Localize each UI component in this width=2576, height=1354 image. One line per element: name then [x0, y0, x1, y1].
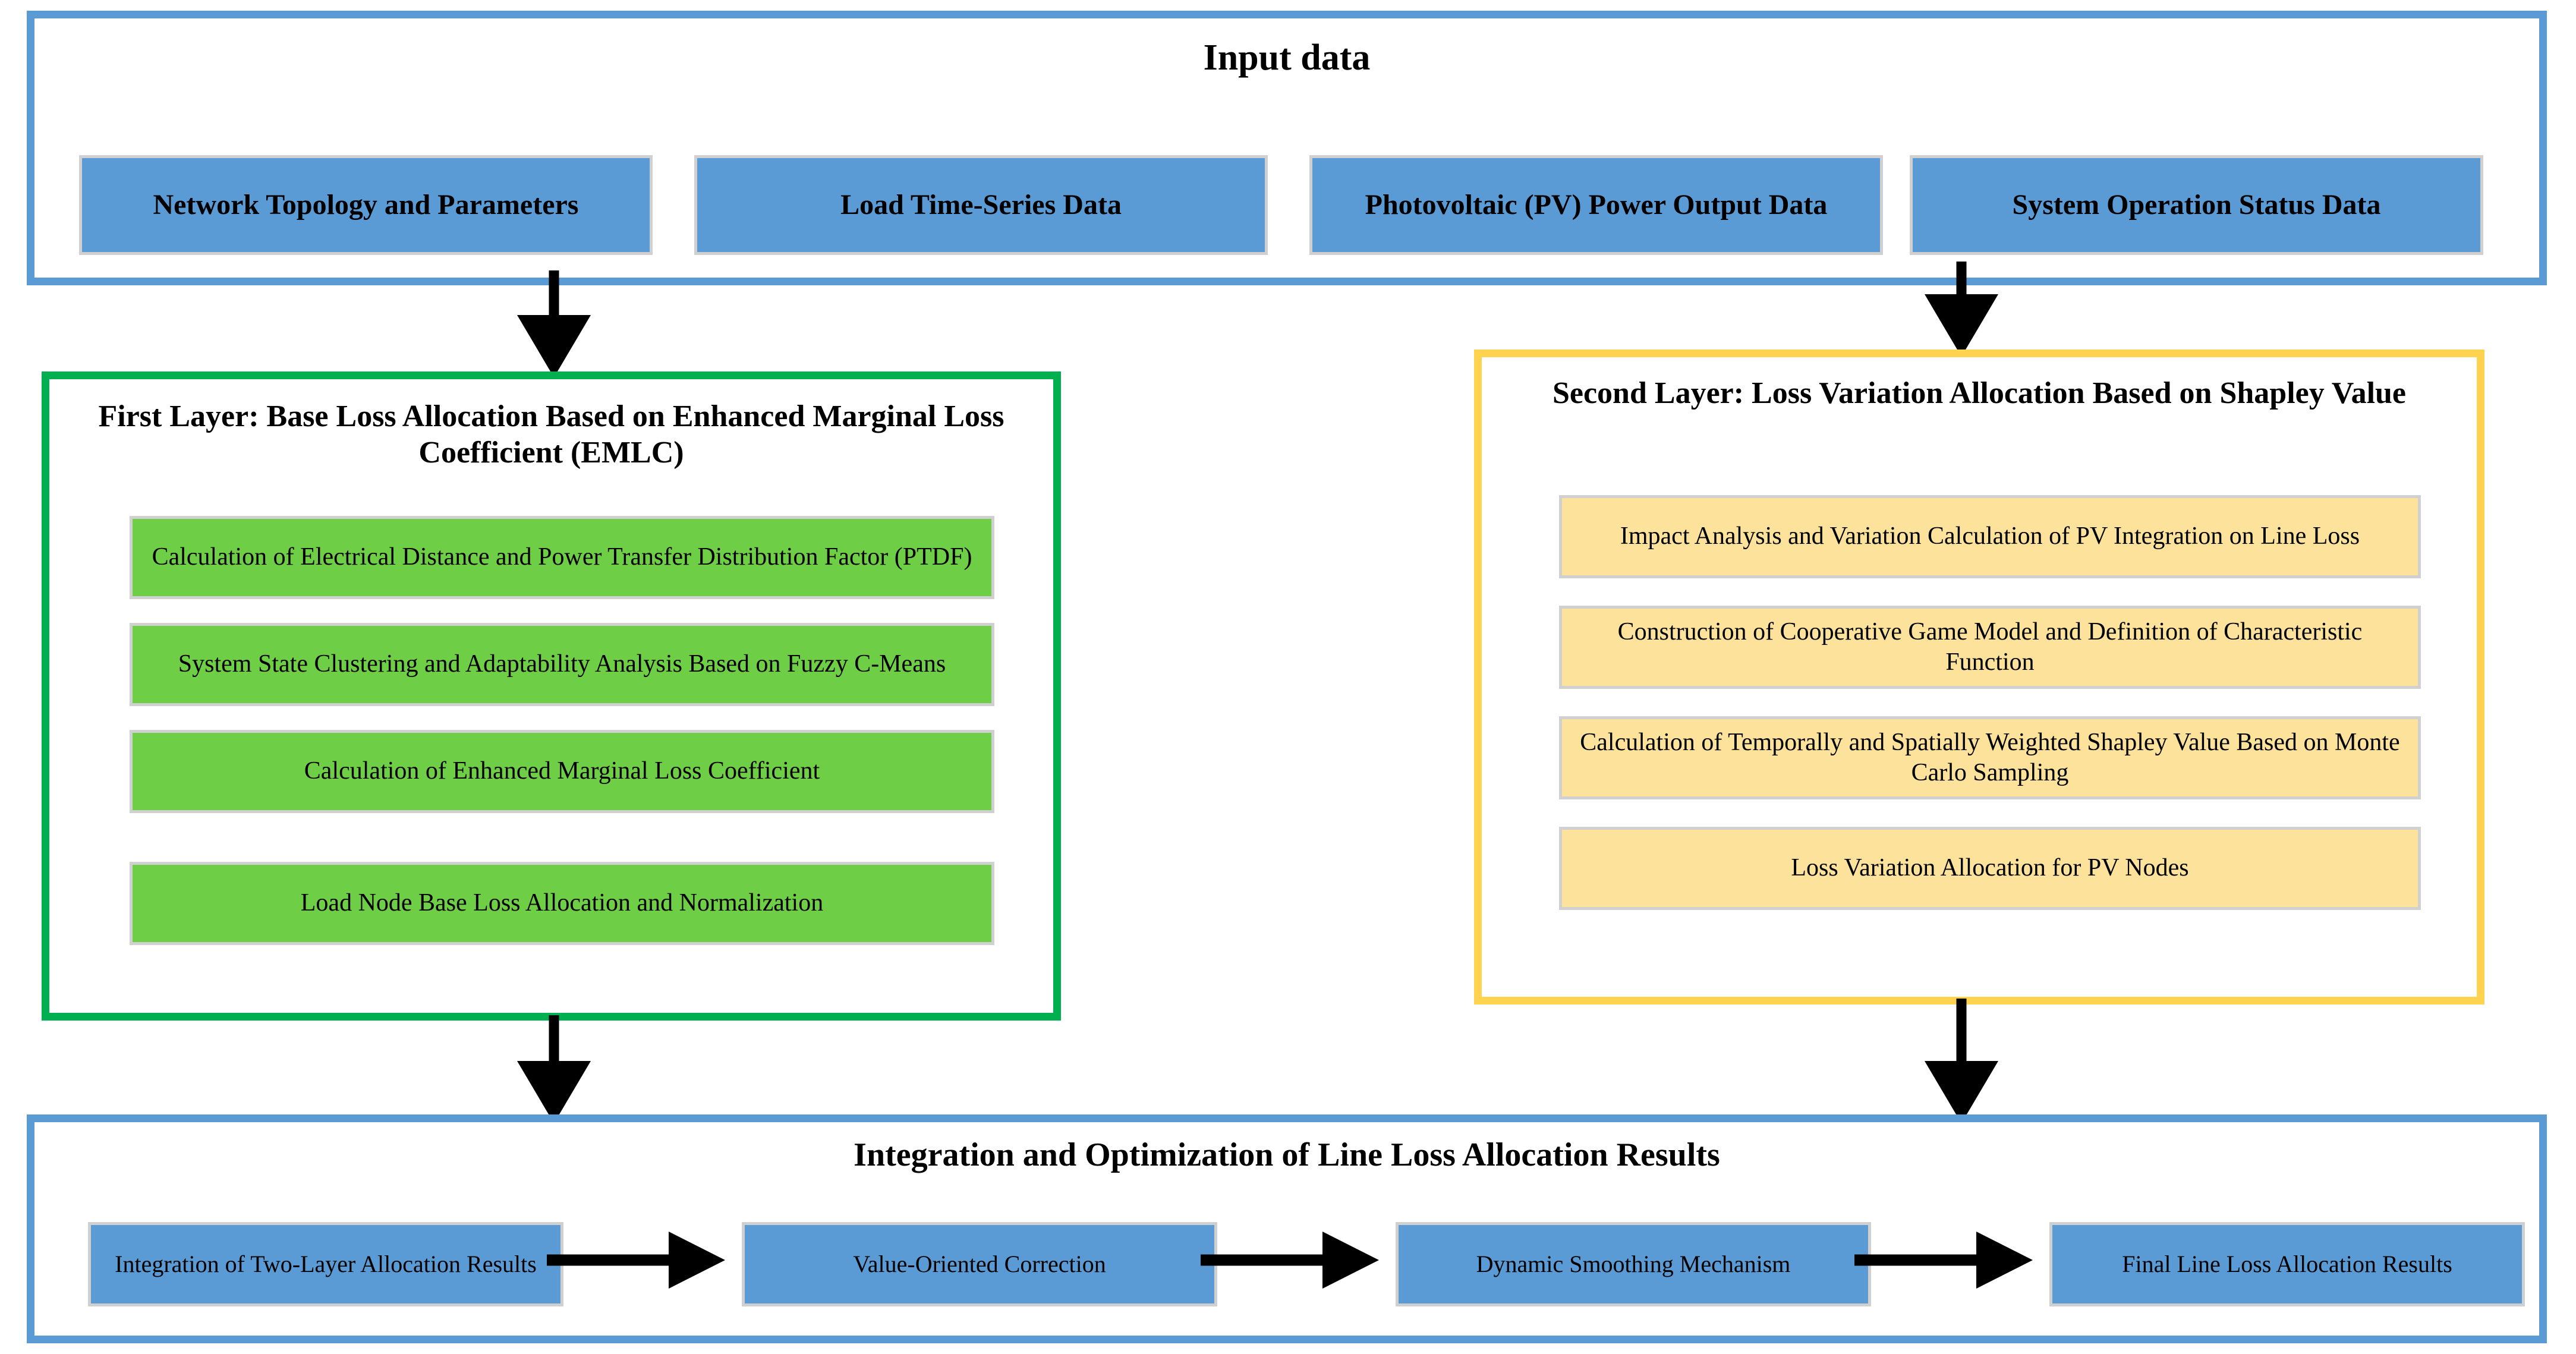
- second-layer-item-cooperative-game-model[interactable]: Construction of Cooperative Game Model a…: [1559, 606, 2421, 689]
- arrow-shaft: [1201, 1254, 1328, 1266]
- input-data-panel: Input data Network Topology and Paramete…: [27, 11, 2547, 285]
- arrow-head: [1322, 1232, 1379, 1289]
- integration-step-two-layer-results[interactable]: Integration of Two-Layer Allocation Resu…: [88, 1222, 563, 1306]
- first-layer-item-label: System State Clustering and Adaptability…: [178, 650, 946, 678]
- arrow-head: [669, 1232, 725, 1289]
- arrow-shaft: [549, 270, 559, 321]
- input-item-system-operation-status[interactable]: System Operation Status Data: [1910, 155, 2483, 255]
- arrow-input-to-second-layer: [1920, 262, 2003, 357]
- first-layer-item-ptdf[interactable]: Calculation of Electrical Distance and P…: [130, 516, 994, 599]
- integration-step-label: Integration of Two-Layer Allocation Resu…: [115, 1250, 537, 1277]
- input-item-label: Network Topology and Parameters: [153, 188, 579, 221]
- input-item-label: Photovoltaic (PV) Power Output Data: [1365, 188, 1828, 221]
- input-item-network-topology[interactable]: Network Topology and Parameters: [79, 155, 653, 255]
- first-layer-item-label: Calculation of Electrical Distance and P…: [152, 543, 972, 571]
- first-layer-title: First Layer: Base Loss Allocation Based …: [98, 399, 1004, 470]
- integration-step-label: Dynamic Smoothing Mechanism: [1476, 1250, 1791, 1277]
- integration-step-final-results[interactable]: Final Line Loss Allocation Results: [2049, 1222, 2525, 1306]
- arrow-head: [1976, 1232, 2033, 1289]
- input-item-pv-power-output[interactable]: Photovoltaic (PV) Power Output Data: [1309, 155, 1883, 255]
- arrow-head: [1925, 1061, 1998, 1123]
- integration-title: Integration and Optimization of Line Los…: [854, 1136, 1720, 1173]
- arrow-integration-step-2-to-3: [1201, 1230, 1379, 1290]
- integration-step-value-oriented-correction[interactable]: Value-Oriented Correction: [742, 1222, 1217, 1306]
- integration-step-label: Value-Oriented Correction: [853, 1250, 1106, 1277]
- second-layer-item-shapley-monte-carlo[interactable]: Calculation of Temporally and Spatially …: [1559, 716, 2421, 799]
- second-layer-item-label: Calculation of Temporally and Spatially …: [1580, 728, 2400, 786]
- arrow-first-layer-to-integration: [512, 1015, 596, 1123]
- first-layer-item-label: Load Node Base Loss Allocation and Norma…: [300, 889, 824, 917]
- first-layer-panel: First Layer: Base Loss Allocation Based …: [42, 371, 1061, 1021]
- input-item-label: System Operation Status Data: [2012, 188, 2381, 221]
- first-layer-item-emlc-calculation[interactable]: Calculation of Enhanced Marginal Loss Co…: [130, 730, 994, 813]
- arrow-integration-step-3-to-4: [1854, 1230, 2033, 1290]
- arrow-shaft: [547, 1254, 675, 1266]
- second-layer-item-label: Loss Variation Allocation for PV Nodes: [1791, 854, 2189, 882]
- arrow-shaft: [1956, 999, 1967, 1069]
- arrow-shaft: [1854, 1254, 1982, 1266]
- second-layer-panel: Second Layer: Loss Variation Allocation …: [1474, 349, 2484, 1005]
- arrow-shaft: [1956, 262, 1967, 300]
- second-layer-item-label: Impact Analysis and Variation Calculatio…: [1620, 522, 2360, 550]
- arrow-head: [1925, 294, 1998, 357]
- input-data-title: Input data: [1203, 37, 1371, 78]
- second-layer-item-label: Construction of Cooperative Game Model a…: [1617, 618, 2363, 676]
- second-layer-title: Second Layer: Loss Variation Allocation …: [1552, 376, 2407, 410]
- arrow-head: [517, 315, 591, 377]
- integration-panel: Integration and Optimization of Line Los…: [27, 1114, 2547, 1343]
- first-layer-item-label: Calculation of Enhanced Marginal Loss Co…: [304, 757, 820, 785]
- second-layer-item-pv-impact-analysis[interactable]: Impact Analysis and Variation Calculatio…: [1559, 495, 2421, 578]
- arrow-head: [517, 1061, 591, 1123]
- arrow-shaft: [549, 1015, 559, 1069]
- second-layer-item-loss-variation-pv-nodes[interactable]: Loss Variation Allocation for PV Nodes: [1559, 827, 2421, 910]
- input-item-label: Load Time-Series Data: [840, 188, 1122, 221]
- integration-step-dynamic-smoothing[interactable]: Dynamic Smoothing Mechanism: [1396, 1222, 1871, 1306]
- arrow-integration-step-1-to-2: [547, 1230, 725, 1290]
- first-layer-item-fuzzy-cmeans[interactable]: System State Clustering and Adaptability…: [130, 623, 994, 706]
- arrow-input-to-first-layer: [512, 270, 596, 377]
- integration-step-label: Final Line Loss Allocation Results: [2122, 1250, 2452, 1277]
- arrow-second-layer-to-integration: [1920, 999, 2003, 1123]
- first-layer-item-base-loss-normalization[interactable]: Load Node Base Loss Allocation and Norma…: [130, 862, 994, 945]
- input-item-load-time-series[interactable]: Load Time-Series Data: [694, 155, 1268, 255]
